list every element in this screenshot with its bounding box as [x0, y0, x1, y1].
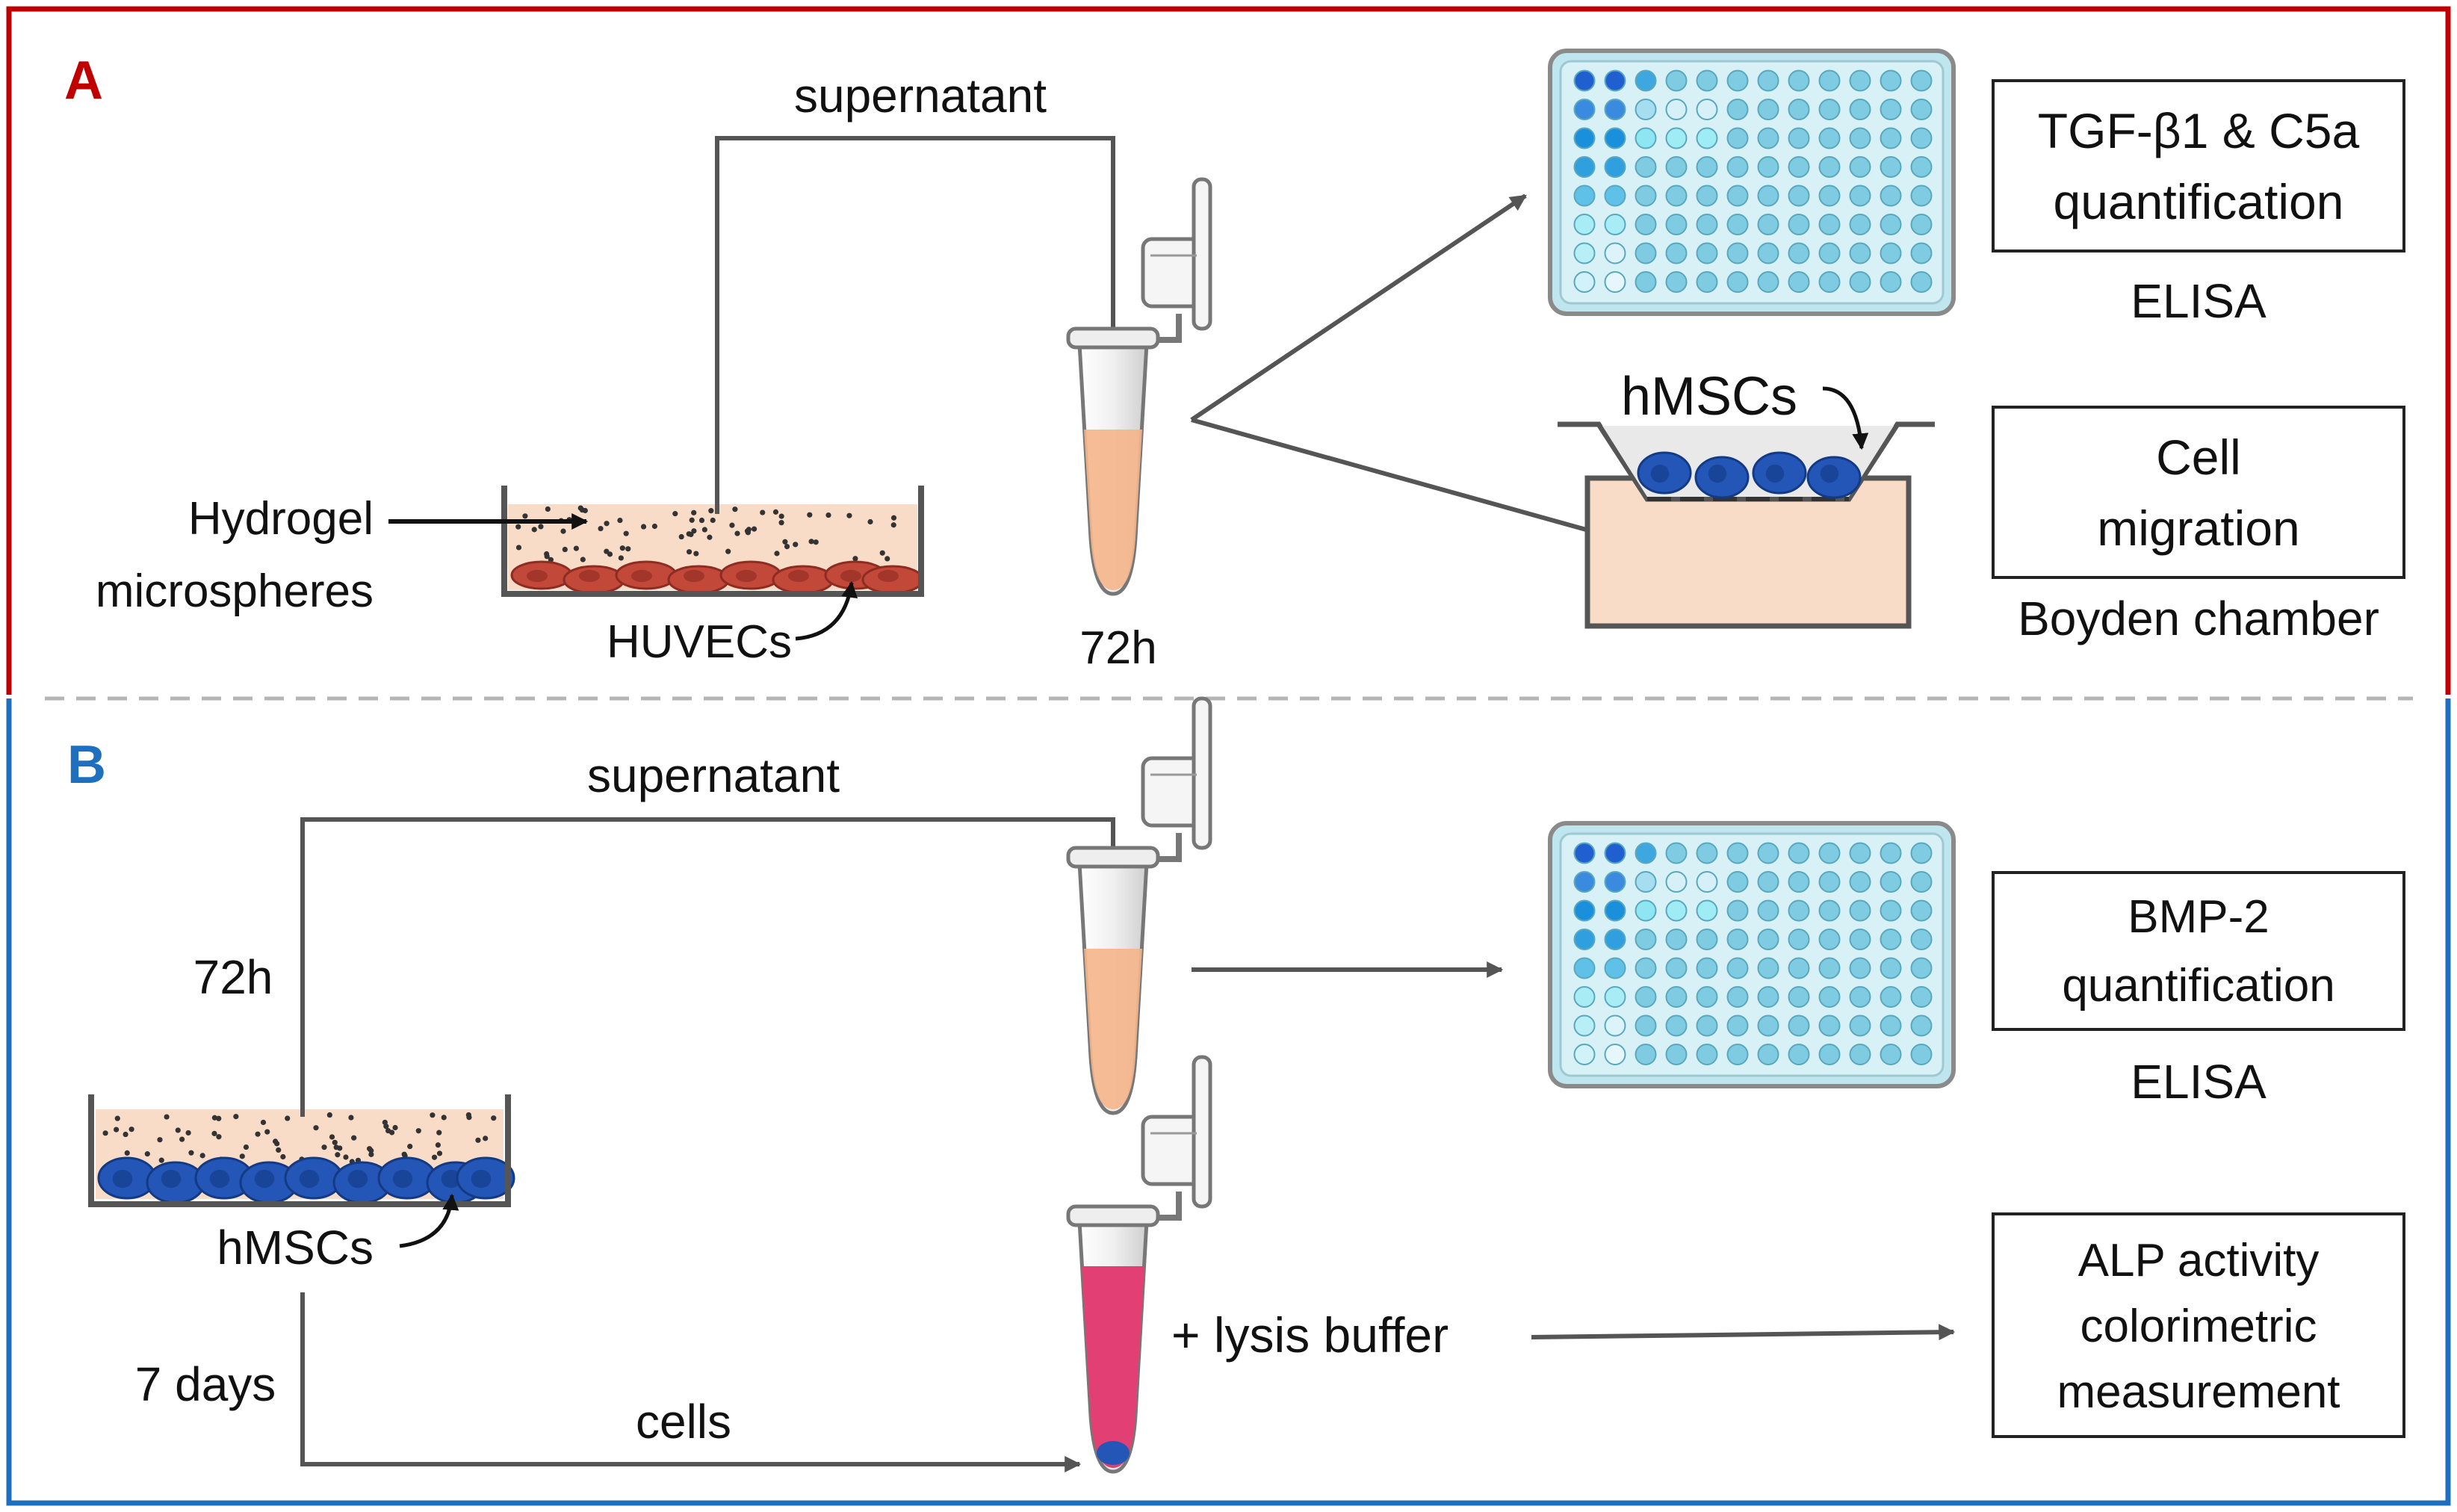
huvec-culture-dish [501, 486, 924, 597]
huvec-label: HUVECs [607, 616, 792, 668]
supernatant-transfer-arrow-b [300, 817, 1121, 1117]
cells-label: cells [636, 1395, 731, 1449]
box-tgf-line1: TGF-β1 & C5a [2038, 103, 2360, 158]
elisa-plate-b [1548, 821, 1956, 1088]
hmsc-cells-dish [97, 1156, 515, 1204]
eppendorf-tube-b-supernatant [1066, 696, 1212, 1115]
elisa-label-b: ELISA [2131, 1055, 2267, 1109]
hydrogel-label-line1: Hydrogel [188, 493, 374, 545]
hmsc-label-a: hMSCs [1621, 367, 1797, 427]
box-bmp-line2: quantification [2062, 960, 2334, 1011]
box-tgf-quantification [1992, 79, 2405, 252]
boyden-label: Boyden chamber [2018, 592, 2379, 645]
arrow-to-alp [1531, 1324, 1956, 1341]
hydrogel-label-line2: microspheres [96, 566, 374, 617]
huvec-pointer-arrow [795, 580, 858, 641]
elisa-label-a: ELISA [2131, 274, 2267, 328]
box-tgf-line2: quantification [2054, 174, 2344, 229]
arrow-to-boyden [1191, 418, 1623, 544]
lysis-buffer-label: + lysis buffer [1171, 1307, 1449, 1363]
panel-b: B hMSCs supernatant 72h 7 days cells [6, 696, 2451, 1506]
box-alp-line2: colorimetric [2080, 1301, 2317, 1352]
eppendorf-tube-b-lysis [1066, 1055, 1212, 1474]
box-bmp-quantification [1992, 871, 2405, 1031]
supernatant-label: supernatant [794, 69, 1047, 123]
boyden-chamber [1558, 421, 1935, 629]
hmsc-pointer-arrow-b [399, 1193, 459, 1248]
supernatant-label-b: supernatant [587, 749, 840, 802]
box-alp-line1: ALP activity [2078, 1235, 2320, 1286]
supernatant-transfer-arrow [715, 136, 1121, 514]
cells-transfer-arrow [300, 1292, 1082, 1472]
box-alp-line3: measurement [2057, 1366, 2340, 1418]
panel-a-letter: A [64, 51, 103, 111]
box-cell-migration [1992, 406, 2405, 579]
time-label-b: 72h [193, 950, 273, 1004]
eppendorf-tube-a [1066, 177, 1212, 596]
box-migration-line1: Cell [2156, 430, 2241, 485]
panel-b-frame [6, 698, 2451, 1506]
box-alp-activity [1992, 1212, 2405, 1438]
hmsc-label-b: hMSCs [217, 1221, 374, 1274]
box-bmp-line1: BMP-2 [2128, 891, 2269, 943]
huvec-cells [510, 560, 924, 595]
arrow-to-elisa-a [1190, 193, 1527, 422]
panel-a: A Hydrogel microspheres HUVECs supernata… [6, 6, 2451, 695]
hmsc-pointer-arrow-a [1822, 386, 1869, 450]
hmsc-cells-boyden [1637, 451, 1862, 499]
hmsc-culture-dish [88, 1094, 515, 1207]
time-label-a: 72h [1079, 622, 1156, 674]
box-migration-line2: migration [2097, 501, 2299, 556]
panel-b-letter: B [67, 735, 106, 795]
panel-a-frame [6, 6, 2451, 695]
days-label: 7 days [135, 1357, 276, 1411]
elisa-plate-a [1548, 49, 1956, 316]
